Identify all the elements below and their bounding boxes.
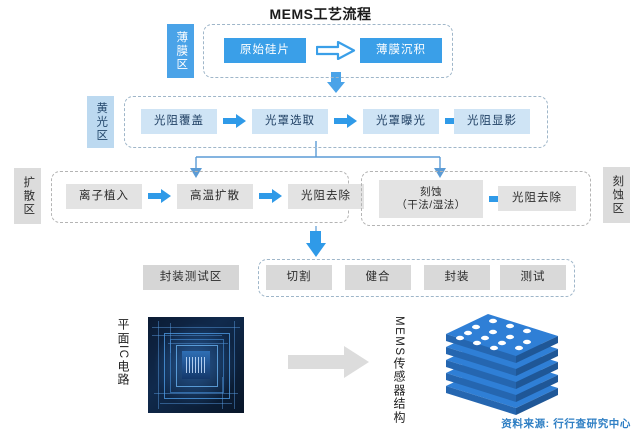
arrow-diffusion-2 [259,188,283,204]
stage-label-etching: 刻蚀区 [603,167,630,223]
stage-group-etching [361,171,591,226]
step-high-temp-diffusion[interactable]: 高温扩散 [177,184,253,209]
step-etching-line1: 刻蚀 [420,185,442,198]
stage-group-thin-film [203,24,453,78]
ic-chip-image [148,317,244,413]
caption-planar-ic-l2: 面 [116,331,130,346]
caption-mems-structure: MEMS 传 感 器 结 构 [388,316,406,426]
step-dicing[interactable]: 切割 [266,265,332,290]
step-etching[interactable]: 刻蚀 （干法/湿法） [379,180,483,218]
stage-label-photolithography: 黄光区 [87,96,114,148]
stage-group-photolithography [124,96,548,148]
caption-mems-l1: MEMS [393,316,405,357]
step-etching-line2: （干法/湿法） [396,199,466,211]
caption-planar-ic-l5: 路 [116,373,130,387]
caption-mems-l2: 传 [392,356,406,371]
arrow-photo-1 [223,113,247,129]
step-packaging[interactable]: 封装 [424,265,490,290]
caption-planar-ic-l3: IC [117,345,129,360]
transform-arrow [288,345,370,379]
connector-to-packaging-arrow [306,231,326,257]
step-mask-exposure[interactable]: 光罩曝光 [363,109,439,134]
mems-layer-stack-image [440,312,570,417]
stage-label-thin-film: 薄膜区 [167,24,194,78]
page-title: MEMS工艺流程 [269,6,372,22]
arrow-thinfilm-1 [316,41,356,60]
caption-mems-l4: 器 [392,383,406,398]
caption-planar-ic-l4: 电 [116,359,130,374]
caption-mems-l5: 结 [392,397,406,411]
step-resist-developing[interactable]: 光阻显影 [454,109,530,134]
step-raw-wafer[interactable]: 原始硅片 [224,38,306,63]
caption-mems-l6: 构 [392,410,406,425]
step-bonding[interactable]: 健合 [345,265,411,290]
arrow-diffusion-1 [148,188,172,204]
source-note: 资料来源: 行行查研究中心 [501,418,631,430]
step-mask-selection[interactable]: 光罩选取 [252,109,328,134]
caption-mems-l3: 感 [392,370,406,384]
arrow-photo-2 [334,113,358,129]
caption-planar-ic-l1: 平 [116,318,130,332]
step-ion-implantation[interactable]: 离子植入 [66,184,142,209]
caption-planar-ic: 平 面 IC 电 路 [112,318,130,418]
step-resist-coating[interactable]: 光阻覆盖 [141,109,217,134]
step-resist-removal-diffusion[interactable]: 光阻去除 [288,184,364,209]
step-testing[interactable]: 测试 [500,265,566,290]
stage-group-packaging-test [258,259,575,297]
step-film-deposition[interactable]: 薄膜沉积 [360,38,442,63]
stage-label-packaging-test: 封装测试区 [143,265,239,290]
stage-label-diffusion: 扩散区 [14,168,41,224]
step-resist-removal-etching[interactable]: 光阻去除 [498,186,576,211]
